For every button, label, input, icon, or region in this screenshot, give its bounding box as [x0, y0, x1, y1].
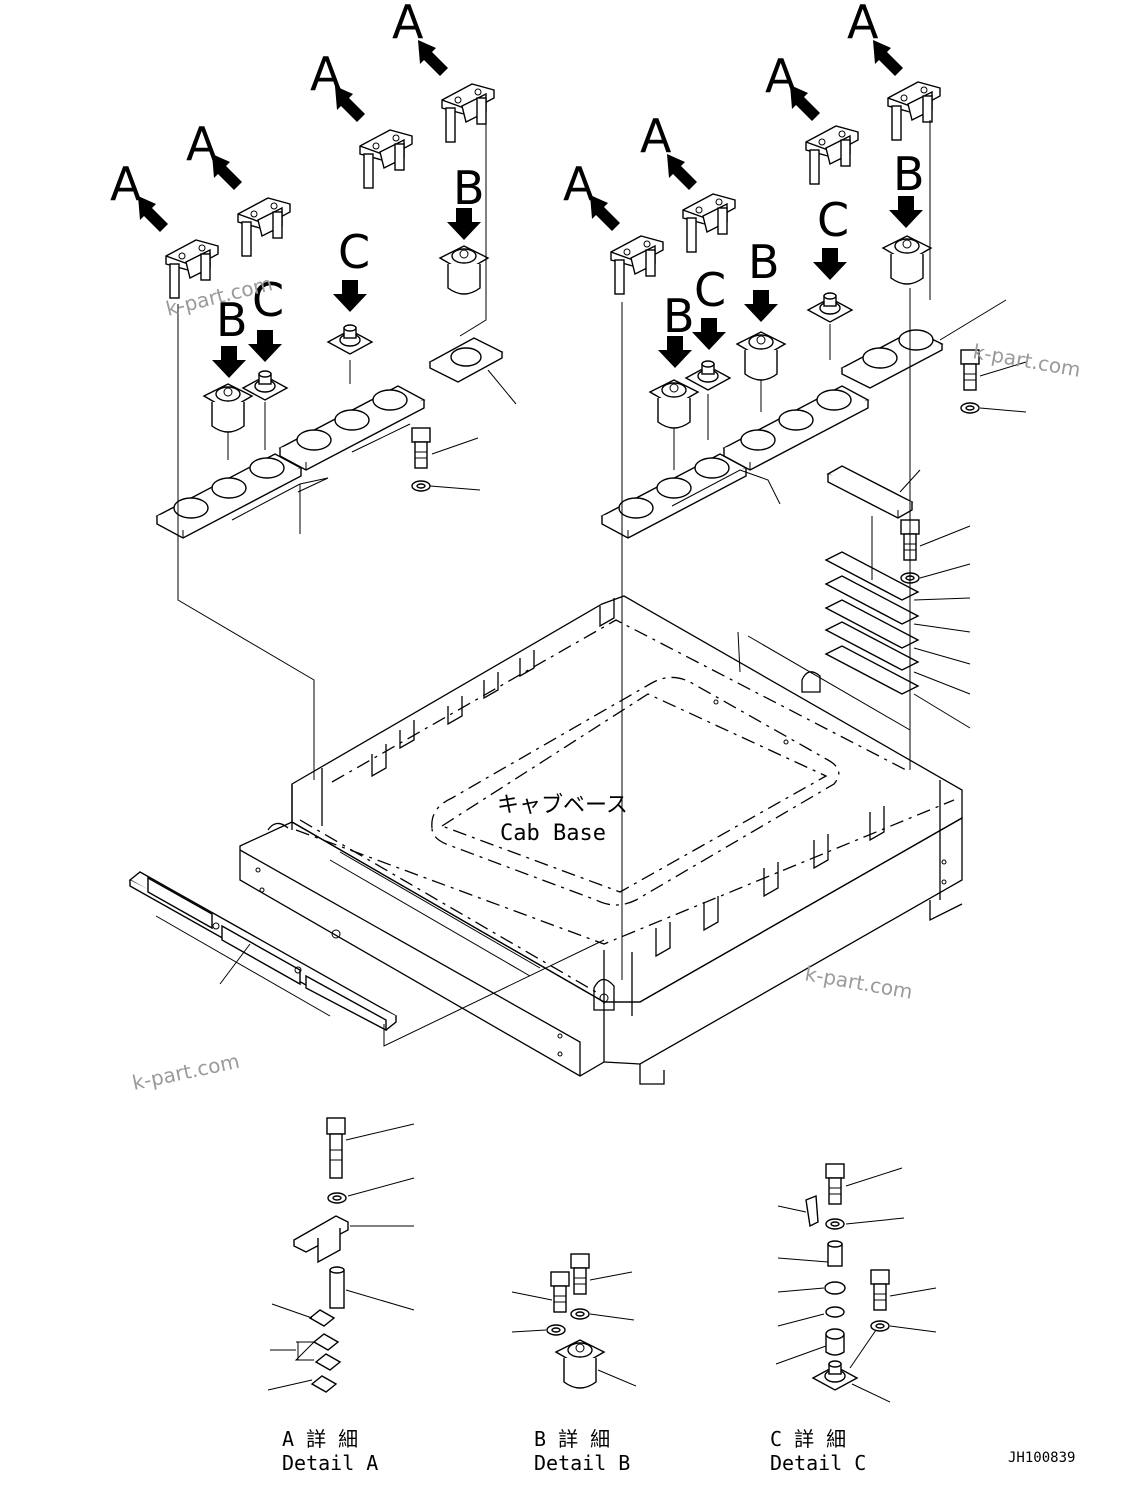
detail-c-drawing: [775, 1163, 937, 1403]
watermark-3: k-part.com: [803, 961, 914, 1004]
callout-b-2: B: [216, 293, 248, 347]
drawing-number: JH100839: [1008, 1450, 1075, 1466]
mount-leader-lines: [177, 120, 931, 980]
callout-b-labels: B B B B B: [216, 147, 925, 347]
detail-captions: A 詳 細 Detail A B 詳 細 Detail B C 詳 細 Deta…: [282, 1427, 866, 1475]
callout-b-4: B: [748, 235, 780, 289]
detail-a-en: Detail A: [282, 1451, 378, 1475]
callout-c-labels: C C C C: [252, 193, 849, 327]
callout-a-1: A: [110, 157, 142, 211]
watermark-2: k-part.com: [971, 339, 1082, 382]
detail-c-en: Detail C: [770, 1451, 866, 1475]
callout-b-5: B: [893, 147, 925, 201]
detail-c-jp: C 詳 細: [770, 1427, 846, 1451]
upper-fasteners: [411, 349, 1027, 584]
cab-base-en: Cab Base: [500, 821, 606, 846]
detail-b-drawing: [511, 1253, 637, 1389]
cab-base-frame: [239, 595, 963, 1085]
cab-base-jp: キャブベース: [497, 793, 628, 818]
callout-c-4: C: [817, 193, 849, 247]
group-leaders: [231, 299, 1007, 534]
callout-b-1: B: [453, 161, 485, 215]
detail-b-jp: B 詳 細: [534, 1427, 610, 1451]
callout-c-1: C: [338, 225, 370, 279]
detail-a-drawing: [267, 1117, 415, 1393]
callout-c-2: C: [252, 273, 284, 327]
callout-a-labels: A A A A A A A A: [110, 0, 879, 211]
callout-c-3: C: [694, 263, 726, 317]
shim-stack: [824, 465, 971, 729]
detail-a-jp: A 詳 細: [282, 1427, 358, 1451]
cab-base-label: キャブベース Cab Base: [497, 793, 628, 846]
callout-b-3: B: [663, 289, 695, 343]
rail-assembly: [128, 871, 605, 1047]
watermark-4: k-part.com: [130, 1049, 242, 1095]
callout-a-6: A: [640, 109, 672, 163]
callout-a-5: A: [563, 157, 595, 211]
detail-b-en: Detail B: [534, 1451, 630, 1475]
plates: [156, 329, 944, 539]
